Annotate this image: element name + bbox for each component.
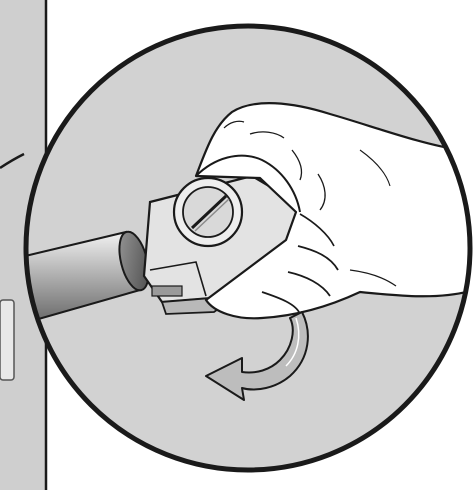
magnifier-circle xyxy=(0,26,473,470)
knob-icon xyxy=(174,178,242,246)
side-panel-handle xyxy=(0,300,14,380)
